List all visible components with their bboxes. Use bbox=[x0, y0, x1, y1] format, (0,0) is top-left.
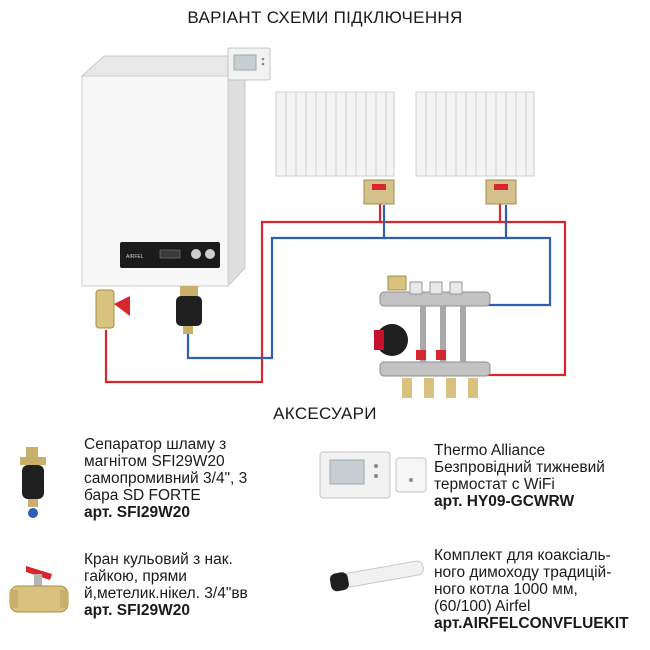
accessory-wireless-thermostat: Thermo Alliance Безпровідний тижневий те… bbox=[434, 442, 605, 510]
accessory-line: Кран кульовий з нак. bbox=[84, 551, 233, 568]
accessory-line: Сепаратор шламу з bbox=[84, 436, 227, 453]
accessory-line: гайкою, прями bbox=[84, 568, 187, 585]
ball-valve-icon bbox=[9, 566, 69, 613]
accessory-line: (60/100) Airfel bbox=[434, 598, 531, 615]
accessory-line: самопромивний 3/4", 3 bbox=[84, 470, 248, 487]
sludge-separator-icon bbox=[20, 447, 46, 518]
accessory-coaxial-flue-kit: Комплект для коаксіаль- ного димоходу тр… bbox=[434, 547, 629, 632]
accessory-line: й,метелик.нікел. 3/4"вв bbox=[84, 585, 248, 602]
boiler-brand-label: AIRFEL bbox=[126, 254, 144, 260]
accessory-line: Thermo Alliance bbox=[434, 442, 546, 459]
boiler-sludge-separator-icon bbox=[176, 286, 202, 334]
radiator-left-icon bbox=[275, 91, 395, 205]
accessory-article: арт. SFI29W20 bbox=[84, 504, 190, 521]
return-pipes bbox=[186, 205, 552, 360]
accessory-line: ного димоходу традицій- bbox=[434, 564, 612, 581]
wireless-thermostat-icon bbox=[319, 451, 427, 499]
accessory-line: магнітом SFI29W20 bbox=[84, 453, 225, 470]
boiler-ball-valve-icon bbox=[95, 289, 130, 329]
accessories-title: АКСЕСУАРИ bbox=[273, 404, 377, 423]
boiler-icon: AIRFEL bbox=[80, 54, 247, 288]
accessory-line: термостат с WiFi bbox=[434, 476, 555, 493]
accessory-article: арт. HY09-GCWRW bbox=[434, 493, 575, 510]
accessory-article: арт.AIRFELCONVFLUEKIT bbox=[434, 615, 629, 632]
manifold-pump-group-icon bbox=[374, 275, 491, 398]
coaxial-flue-kit-icon bbox=[329, 560, 424, 592]
accessory-line: Комплект для коаксіаль- bbox=[434, 547, 611, 564]
accessory-line: ного котла 1000 мм, bbox=[434, 581, 578, 598]
radiator-right-icon bbox=[415, 91, 535, 205]
room-thermostat-icon bbox=[227, 47, 271, 81]
accessory-line: Безпровідний тижневий bbox=[434, 459, 605, 476]
scheme-title: ВАРІАНТ СХЕМИ ПІДКЛЮЧЕННЯ bbox=[187, 8, 463, 27]
accessory-sludge-separator: Сепаратор шламу з магнітом SFI29W20 само… bbox=[84, 436, 247, 521]
connection-diagram: AIRFEL bbox=[80, 47, 567, 398]
accessory-article: арт. SFI29W20 bbox=[84, 602, 190, 619]
accessory-ball-valve: Кран кульовий з нак. гайкою, прями й,мет… bbox=[84, 551, 248, 619]
accessory-line: бара SD FORTE bbox=[84, 487, 201, 504]
